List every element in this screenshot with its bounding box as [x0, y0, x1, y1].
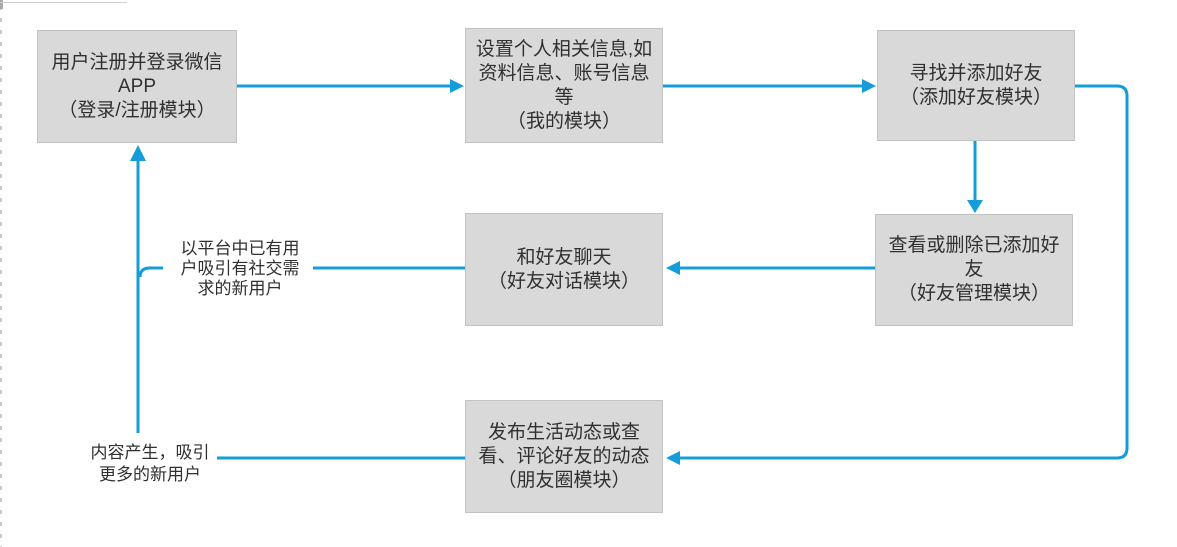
edge-label-content-growth[interactable]: 内容产生，吸引 更多的新用户 — [75, 442, 225, 486]
label-text-line: 更多的新用户 — [99, 465, 201, 484]
node-text-line: 设置个人相关信息,如 — [475, 38, 653, 60]
node-text-line: 用户注册并登录微信 — [51, 51, 223, 73]
node-text-line: （好友管理模块） — [897, 283, 1050, 304]
node-text-line: 查看或删除已添加好 — [888, 235, 1060, 256]
node-text-line: 资料信息、账号信息 — [478, 62, 650, 84]
node-text-line: 等 — [554, 86, 574, 108]
node-text-line: （添加好友模块） — [899, 86, 1052, 108]
flow-node-profile[interactable]: 设置个人相关信息,如 资料信息、账号信息 等 （我的模块） — [465, 28, 663, 143]
arrowhead-left-icon — [666, 451, 680, 465]
arrowhead-up-icon — [130, 145, 146, 161]
label-text-line: 求的新用户 — [197, 279, 283, 298]
flow-node-login[interactable]: 用户注册并登录微信 APP （登录/注册模块） — [37, 30, 237, 143]
node-text-line: 寻找并添加好友 — [909, 62, 1043, 84]
canvas-ruler-ticks — [0, 6, 2, 547]
node-text-line: APP — [117, 75, 157, 97]
node-text-line: （朋友圈模块） — [497, 469, 631, 491]
label-text-line: 户吸引有社交需 — [180, 259, 300, 278]
arrowhead-left-icon — [666, 261, 680, 275]
flow-node-moments[interactable]: 发布生活动态或查 看、评论好友的动态 （朋友圈模块） — [465, 400, 663, 513]
edge-label-elbow — [138, 266, 163, 278]
node-text-line: 发布生活动态或查 — [487, 421, 640, 443]
flow-node-manage-friend[interactable]: 查看或删除已添加好 友 （好友管理模块） — [875, 214, 1073, 326]
arrowhead-right-icon — [862, 79, 876, 93]
flow-node-add-friend[interactable]: 寻找并添加好友 （添加好友模块） — [877, 30, 1075, 141]
canvas-corner-mark — [0, 0, 3, 9]
node-text-line: （好友对话模块） — [487, 270, 640, 292]
node-text-line: （登录/注册模块） — [58, 99, 216, 121]
node-text-line: 看、评论好友的动态 — [478, 445, 650, 467]
flow-node-chat[interactable]: 和好友聊天 （好友对话模块） — [465, 213, 663, 326]
node-text-line: 和好友聊天 — [516, 246, 612, 268]
canvas-top-edge-line — [0, 2, 127, 3]
arrowhead-down-icon — [967, 200, 983, 213]
edge-label-attract-users[interactable]: 以平台中已有用 户吸引有社交需 求的新用户 — [165, 239, 315, 299]
label-text-line: 以平台中已有用 — [180, 239, 300, 258]
node-text-line: （我的模块） — [506, 110, 621, 132]
node-text-line: 友 — [964, 259, 984, 280]
arrowhead-right-icon — [450, 79, 464, 93]
label-text-line: 内容产生，吸引 — [90, 443, 210, 462]
